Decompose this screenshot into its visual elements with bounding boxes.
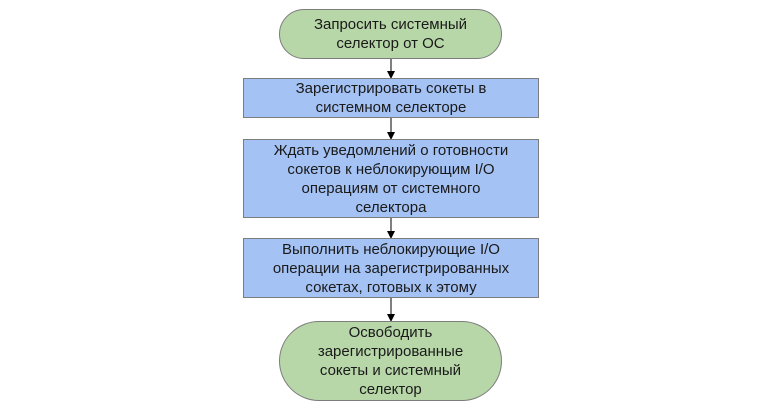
start-node-request-selector: Запросить системный селектор от ОС (279, 9, 502, 59)
step-register-sockets: Зарегистрировать сокеты в системном селе… (243, 78, 539, 118)
step-perform-io: Выполнить неблокирующие I/O операции на … (243, 238, 539, 298)
step-wait-notifications-label: Ждать уведомлений о готовности сокетов к… (273, 141, 509, 216)
step-wait-notifications: Ждать уведомлений о готовности сокетов к… (243, 139, 539, 218)
start-node-label: Запросить системный селектор от ОС (313, 16, 468, 52)
step-perform-io-label: Выполнить неблокирующие I/O операции на … (272, 240, 510, 296)
end-node-release: Освободить зарегистрированные сокеты и с… (279, 321, 502, 401)
step-register-sockets-label: Зарегистрировать сокеты в системном селе… (295, 80, 487, 116)
end-node-label: Освободить зарегистрированные сокеты и с… (317, 324, 464, 398)
